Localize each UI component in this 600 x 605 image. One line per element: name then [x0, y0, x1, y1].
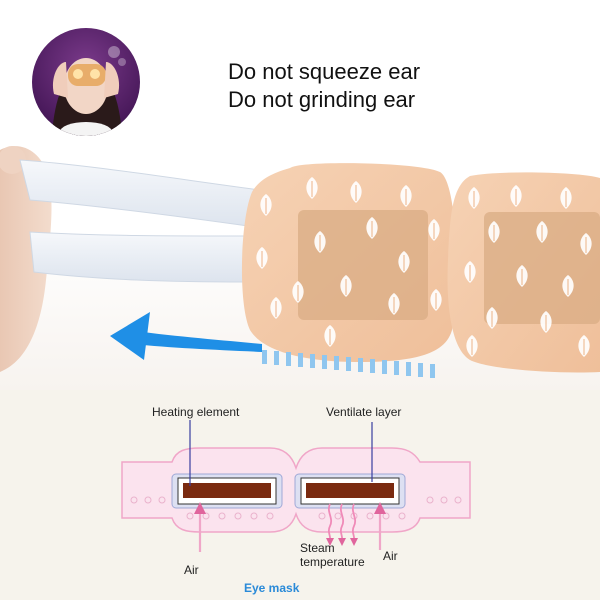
steam-arrows	[327, 503, 357, 541]
strap-lower	[29, 231, 249, 283]
usage-notice: Do not squeeze ear Do not grinding ear	[228, 58, 568, 114]
right-heating-element	[306, 483, 394, 498]
right-eye-pad	[447, 172, 600, 373]
label-ventilate-layer: Ventilate layer	[326, 405, 401, 419]
notice-line-2: Do not grinding ear	[228, 87, 416, 112]
diagram-canvas: Heating element Ventilate layer Air Stea…	[121, 405, 471, 595]
left-heating-element	[183, 483, 271, 498]
label-steam: Steam	[300, 541, 335, 555]
thumb-shape	[0, 146, 26, 174]
left-eye-pad	[241, 163, 457, 362]
model-photo-avatar	[32, 28, 140, 136]
label-air-right: Air	[383, 549, 398, 563]
diagram-title: Eye mask	[244, 581, 300, 595]
hand-shape	[0, 146, 52, 372]
strap-upper	[19, 159, 263, 229]
label-temperature: temperature	[300, 555, 365, 569]
eye-mask-diagram: Heating element Ventilate layer Air Stea…	[0, 390, 600, 600]
label-heating-element: Heating element	[152, 405, 240, 419]
product-photo: Do not squeeze ear Do not grinding ear	[0, 0, 600, 390]
pull-direction-arrow	[110, 312, 435, 378]
label-air-left: Air	[184, 563, 199, 577]
eye-mask-illustration	[0, 146, 600, 378]
air-arrow-left	[194, 502, 206, 552]
notice-line-1: Do not squeeze ear	[228, 59, 421, 84]
air-arrow-right	[374, 502, 386, 550]
